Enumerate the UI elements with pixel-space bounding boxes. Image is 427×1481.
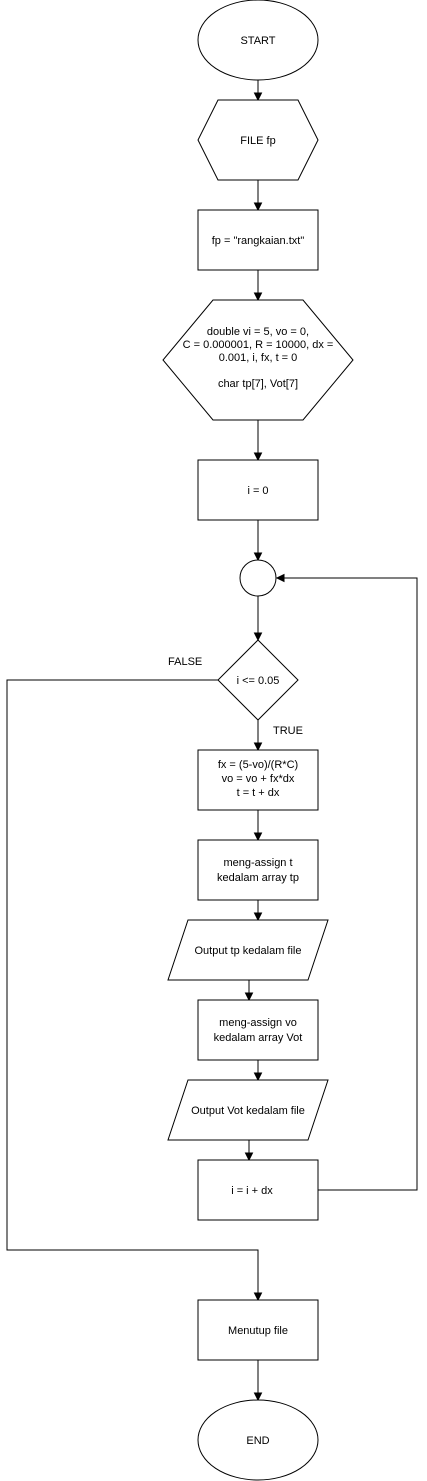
arrowhead <box>253 742 263 752</box>
arrowhead <box>253 452 263 462</box>
node-compute-line-1: fx = (5-vo)/(R*C) <box>218 759 298 771</box>
node-file-decl: FILE fp <box>197 99 319 181</box>
edge-label-false: FALSE <box>168 656 202 668</box>
node-condition: i <= 0.05 <box>217 639 299 721</box>
node-output-tp-label: Output tp kedalam file <box>194 945 301 957</box>
node-assign-vo: meng-assign vo kedalam array Vot <box>197 999 319 1061</box>
node-assign-vo-line-2: kedalam array Vot <box>214 1032 303 1044</box>
connectors <box>6 80 418 1402</box>
arrowhead <box>253 292 263 302</box>
node-i-init-label: i = 0 <box>247 485 268 497</box>
arrowhead <box>244 992 254 1002</box>
arrowhead <box>253 632 263 642</box>
node-start-label: START <box>240 35 275 47</box>
node-end-label: END <box>246 1435 269 1447</box>
node-fp-assign: fp = "rangkaian.txt" <box>197 209 319 271</box>
arrowhead <box>253 92 263 102</box>
node-end: END <box>197 1399 319 1481</box>
loop-junction <box>239 559 277 597</box>
node-vars-line-1: double vi = 5, vo = 0, <box>207 326 309 338</box>
arrowhead <box>244 1152 254 1162</box>
node-increment-label: i = i + dx <box>231 1185 273 1197</box>
node-vars-line-2: C = 0.000001, R = 10000, dx = <box>183 339 334 351</box>
node-vars-line-3: 0.001, i, fx, t = 0 <box>219 352 298 364</box>
node-compute-line-3: t = t + dx <box>237 787 280 799</box>
node-increment: i = i + dx <box>197 1159 319 1221</box>
node-output-vot: Output Vot kedalam file <box>167 1079 329 1141</box>
arrowhead <box>275 573 285 583</box>
node-start: START <box>197 0 319 81</box>
node-assign-t-line-1: meng-assign t <box>223 857 292 869</box>
node-close-file: Menutup file <box>197 1299 319 1361</box>
node-i-init: i = 0 <box>197 459 319 521</box>
node-vars-line-5: char tp[7], Vot[7] <box>218 378 298 390</box>
arrowhead <box>253 1072 263 1082</box>
node-assign-t-line-2: kedalam array tp <box>217 872 299 884</box>
node-compute-line-2: vo = vo + fx*dx <box>222 773 295 785</box>
node-condition-label: i <= 0.05 <box>237 675 280 687</box>
edge-loop-back <box>283 577 418 1191</box>
node-file-decl-label: FILE fp <box>240 135 275 147</box>
arrowhead <box>253 1292 263 1302</box>
node-assign-t: meng-assign t kedalam array tp <box>197 839 319 901</box>
arrowhead <box>253 552 263 562</box>
node-fp-assign-label: fp = "rangkaian.txt" <box>212 235 305 247</box>
edge-false-exit <box>6 679 259 1295</box>
arrowhead <box>253 912 263 922</box>
node-assign-vo-line-1: meng-assign vo <box>219 1017 297 1029</box>
arrowhead <box>253 1392 263 1402</box>
edge-label-true: TRUE <box>273 725 303 737</box>
node-output-vot-label: Output Vot kedalam file <box>191 1105 305 1117</box>
arrowhead <box>253 202 263 212</box>
node-vars: double vi = 5, vo = 0, C = 0.000001, R =… <box>162 299 354 421</box>
node-close-file-label: Menutup file <box>228 1325 288 1337</box>
node-output-tp: Output tp kedalam file <box>167 919 329 981</box>
node-compute: fx = (5-vo)/(R*C) vo = vo + fx*dx t = t … <box>197 749 319 811</box>
arrowhead <box>253 832 263 842</box>
